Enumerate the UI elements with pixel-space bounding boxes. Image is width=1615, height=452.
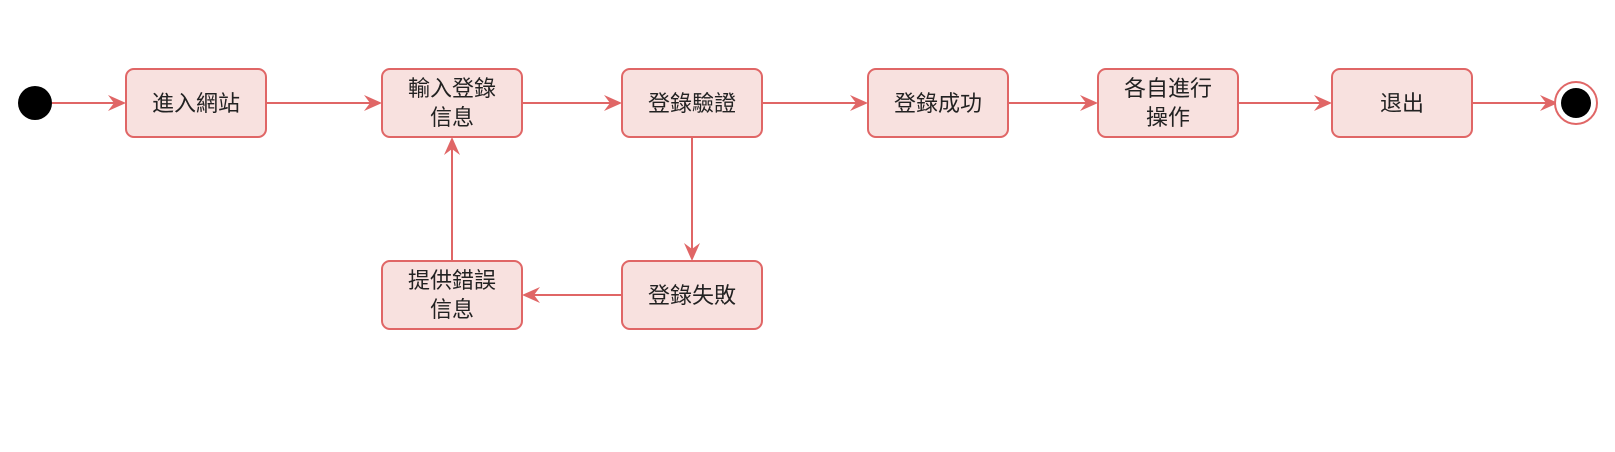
arrowhead-input-login	[364, 95, 382, 111]
node-provide-error-label-line2: 信息	[430, 298, 474, 323]
terminals	[18, 81, 1598, 125]
arrowhead-each-operate	[1080, 95, 1098, 111]
node-exit-label: 退出	[1380, 92, 1424, 117]
node-exit: 退出	[1331, 68, 1473, 138]
node-login-fail: 登錄失敗	[621, 260, 763, 330]
end-node-dot	[1561, 88, 1591, 118]
node-input-login-label-line1: 輸入登錄	[408, 77, 496, 102]
node-each-operate-label-line1: 各自進行	[1124, 77, 1212, 102]
node-each-operate-label-line2: 操作	[1146, 106, 1190, 131]
arrowhead-enter-site	[108, 95, 126, 111]
node-login-success: 登錄成功	[867, 68, 1009, 138]
arrowhead-end	[1540, 95, 1558, 111]
node-each-operate: 各自進行 操作	[1097, 68, 1239, 138]
edges	[52, 95, 1558, 303]
arrowhead-login-fail	[684, 243, 700, 261]
arrowhead-provide-error	[522, 287, 540, 303]
arrowhead-exit	[1314, 95, 1332, 111]
nodes: 進入網站 輸入登錄 信息 登錄驗證 登錄成功 各自進行 操作 退出	[125, 68, 1473, 330]
node-login-verify-label: 登錄驗證	[648, 92, 736, 117]
start-node	[18, 86, 52, 120]
node-input-login: 輸入登錄 信息	[381, 68, 523, 138]
node-provide-error: 提供錯誤 信息	[381, 260, 523, 330]
node-input-login-label-line2: 信息	[430, 106, 474, 131]
node-login-verify: 登錄驗證	[621, 68, 763, 138]
node-provide-error-label-line1: 提供錯誤	[408, 269, 496, 294]
arrowhead-input-login-up	[444, 137, 460, 155]
node-enter-site-label: 進入網站	[152, 92, 240, 117]
node-login-fail-label: 登錄失敗	[648, 284, 736, 309]
arrowhead-login-success	[850, 95, 868, 111]
node-enter-site: 進入網站	[125, 68, 267, 138]
node-login-success-label: 登錄成功	[894, 92, 982, 117]
arrowhead-login-verify	[604, 95, 622, 111]
